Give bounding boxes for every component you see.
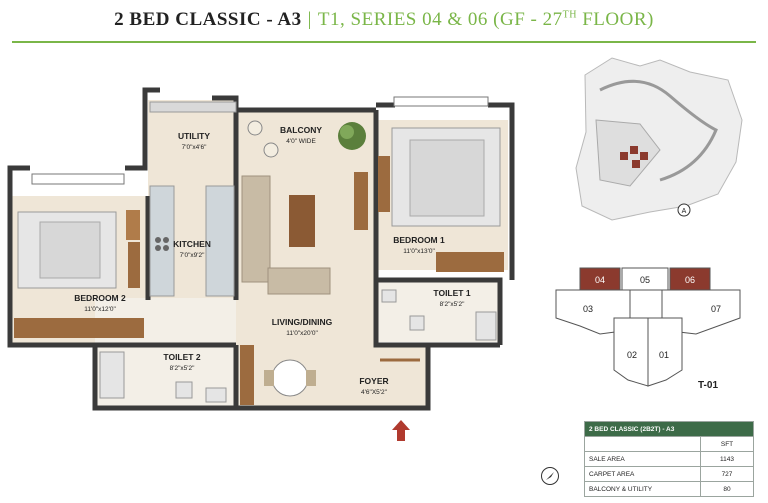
- room-name-foyer: FOYER: [359, 376, 388, 386]
- key-unit-07: 07: [711, 304, 721, 314]
- area-table-title: 2 BED CLASSIC (2B2T) - A3: [584, 421, 754, 437]
- room-size-foyer: 4'6"X5'2": [361, 389, 388, 396]
- key-unit-06: 06: [685, 275, 695, 285]
- title-sub: T1, SERIES 04 & 06 (GF - 27TH FLOOR): [318, 9, 654, 31]
- title-main: 2 BED CLASSIC - A3: [114, 9, 302, 30]
- north-marker-icon: [677, 203, 691, 217]
- area-table-unit-row: SFT: [584, 436, 754, 452]
- room-size-utility: 7'0"x4'6": [182, 144, 207, 151]
- area-label-carpet: CARPET AREA: [584, 466, 701, 482]
- key-unit-05: 05: [640, 275, 650, 285]
- room-name-toilet2: TOILET 2: [163, 352, 200, 362]
- entry-arrow-icon: [392, 420, 410, 441]
- windows: [31, 96, 489, 185]
- room-size-toilet2: 8'2"x5'2": [170, 365, 195, 372]
- area-value-balcony: 80: [700, 481, 754, 497]
- room-name-bedroom2: BEDROOM 2: [74, 293, 126, 303]
- table-row: BALCONY & UTILITY 80: [584, 481, 754, 497]
- room-size-kitchen: 7'0"x9'2": [180, 252, 205, 259]
- area-table-unit-spacer: [584, 436, 701, 452]
- area-table-title-row: 2 BED CLASSIC (2B2T) - A3: [584, 421, 754, 437]
- area-value-carpet: 727: [700, 466, 754, 482]
- area-label-sale: SALE AREA: [584, 451, 701, 467]
- site-plan-map: [575, 57, 743, 221]
- title-sub-text: T1, SERIES 04 & 06 (GF - 27: [317, 9, 563, 30]
- area-table-unit: SFT: [700, 436, 754, 452]
- key-tower-label: T-01: [698, 380, 718, 391]
- key-unit-04: 04: [595, 275, 605, 285]
- room-name-bedroom1: BEDROOM 1: [393, 235, 445, 245]
- room-size-living: 11'0"x20'0": [286, 330, 318, 337]
- north-marker-label: A: [682, 208, 687, 215]
- room-name-kitchen: KITCHEN: [173, 239, 211, 249]
- key-unit-03: 03: [583, 304, 593, 314]
- table-row: SALE AREA 1143: [584, 451, 754, 467]
- room-labels: UTILITY 7'0"x4'6" BALCONY 4'0" WIDE KITC…: [74, 125, 471, 396]
- key-unit-02: 02: [627, 350, 637, 360]
- walls: [7, 87, 515, 411]
- area-value-sale: 1143: [700, 451, 754, 467]
- table-row: CARPET AREA 727: [584, 466, 754, 482]
- page-title: 2 BED CLASSIC - A3 | T1, SERIES 04 & 06 …: [0, 0, 768, 40]
- room-size-toilet1: 8'2"x5'2": [440, 301, 465, 308]
- title-separator: |: [307, 9, 312, 30]
- area-label-balcony: BALCONY & UTILITY: [584, 481, 701, 497]
- room-name-utility: UTILITY: [178, 131, 210, 141]
- room-name-living: LIVING/DINING: [272, 317, 333, 327]
- compass-icon: [541, 467, 559, 485]
- title-sub-end: FLOOR): [576, 9, 654, 30]
- title-underline: [12, 41, 756, 43]
- key-plan: 04 05 06 03 07 02 01 T-01: [555, 267, 741, 391]
- room-size-bedroom2: 11'0"x12'0": [84, 306, 116, 313]
- room-name-balcony: BALCONY: [280, 125, 322, 135]
- room-size-balcony: 4'0" WIDE: [286, 138, 316, 145]
- title-sup: TH: [562, 9, 577, 21]
- room-name-toilet1: TOILET 1: [433, 288, 470, 298]
- area-table: 2 BED CLASSIC (2B2T) - A3 SFT SALE AREA …: [584, 421, 754, 497]
- key-unit-01: 01: [659, 350, 669, 360]
- furniture: [14, 101, 504, 405]
- room-size-bedroom1: 11'0"x13'0": [403, 248, 435, 255]
